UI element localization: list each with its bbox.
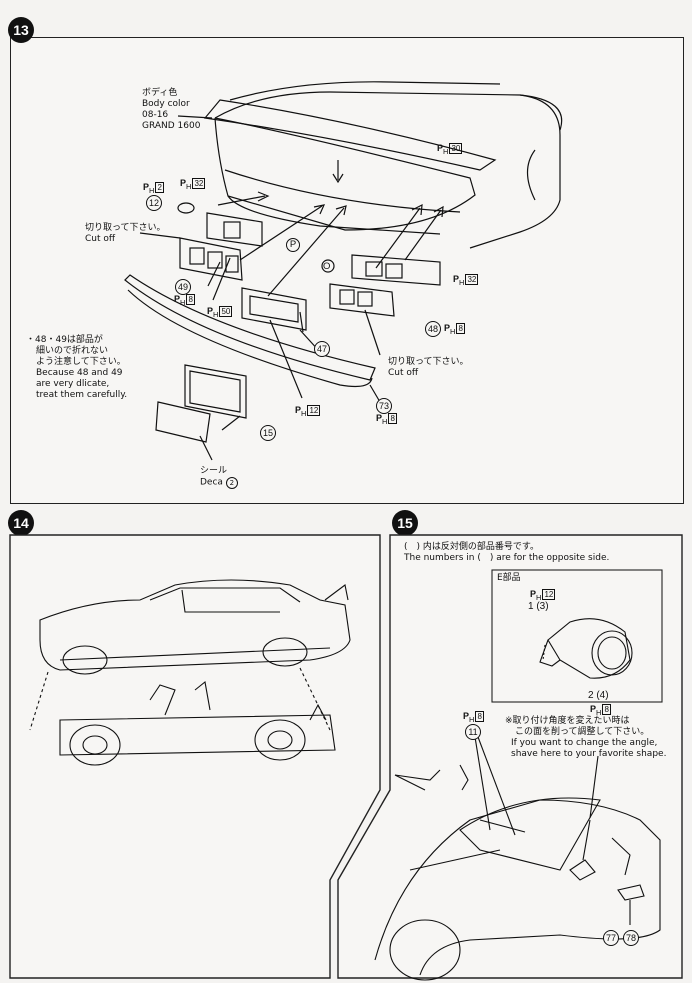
e-parts-label: E部品 <box>497 573 521 583</box>
step-13-badge: 13 <box>8 17 34 43</box>
part-12-number: 12 <box>146 195 162 211</box>
angle-note: ※取り付け角度を変えたい時は この面を削って調整して下さい。 If you wa… <box>505 716 667 759</box>
cut-off-right: 切り取って下さい。 Cut off <box>388 357 469 378</box>
e-top-numbers: 1 (3) <box>528 601 549 612</box>
part-73-number: 73 <box>376 398 392 414</box>
part-48-number: 48 <box>425 321 441 337</box>
p-mark: P <box>286 238 300 252</box>
step-13-panel <box>10 37 684 504</box>
cut-off-left: 切り取って下さい。 Cut off <box>85 223 166 244</box>
step-15-badge: 15 <box>392 510 418 536</box>
opposite-side-note: ( ) 内は反対側の部品番号です。 The numbers in ( ) are… <box>404 542 610 563</box>
o-mark: O <box>323 261 331 272</box>
decal-number: 2 <box>225 477 238 489</box>
part-15-number: 15 <box>260 425 276 441</box>
part-47-number: 47 <box>314 341 330 357</box>
decal-label: シール Deca 2 <box>200 466 238 489</box>
part-78-number: 78 <box>623 930 639 946</box>
part-49-number: 49 <box>175 279 191 295</box>
e-bottom-numbers: 2 (4) <box>588 690 609 701</box>
part-77-number: 77 <box>603 930 619 946</box>
step-14-badge: 14 <box>8 510 34 536</box>
body-color-label: ボディ色 Body color 08-16 GRAND 1600 <box>142 88 201 131</box>
part-11-number: 11 <box>465 724 481 740</box>
caution-note: ・48・49は部品が 細いので折れない よう注意して下さい。 Because 4… <box>26 335 128 400</box>
